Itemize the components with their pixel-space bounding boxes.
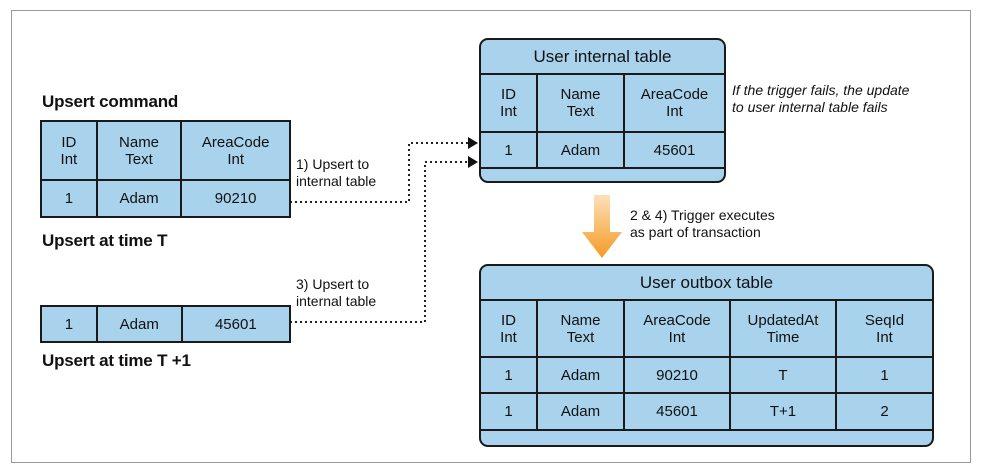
table-row: 1 Adam 45601 [40, 305, 292, 343]
header-name: Name Text [95, 120, 183, 181]
outbox-table-title: User outbox table [481, 266, 932, 301]
trigger-arrow [582, 195, 622, 258]
header-id: ID Int [40, 120, 98, 181]
table-row: 1 Adam 45601 [481, 131, 724, 169]
cell-id: 1 [481, 356, 538, 394]
cell-id: 1 [481, 131, 538, 169]
cell-id: 1 [40, 305, 98, 343]
internal-table-title: User internal table [481, 40, 724, 75]
cell-name: Adam [95, 305, 183, 343]
caption-time-t: Upsert at time T [42, 231, 168, 250]
header-areacode: AreaCode Int [623, 75, 724, 133]
step3-label: 3) Upsert to internal table [296, 276, 377, 309]
cell-areacode: 90210 [623, 356, 731, 394]
header-updatedat: UpdatedAt Time [729, 301, 837, 358]
table-row: 1 Adam 90210 [40, 179, 291, 218]
cell-name: Adam [536, 392, 625, 431]
cell-seqid: 1 [835, 356, 932, 394]
cell-name: Adam [536, 131, 625, 169]
header-areacode: AreaCode Int [180, 120, 291, 181]
table-footer [481, 167, 724, 181]
caption-time-t1: Upsert at time T +1 [42, 351, 191, 370]
header-areacode: AreaCode Int [623, 301, 731, 358]
user-outbox-table: User outbox table ID Int Name Text AreaC… [479, 264, 934, 447]
cell-seqid: 2 [835, 392, 932, 431]
step24-label: 2 & 4) Trigger executes as part of trans… [630, 207, 775, 240]
cell-updatedat: T+1 [729, 392, 837, 431]
cell-areacode: 90210 [180, 179, 291, 218]
header-name: Name Text [536, 301, 625, 358]
header-name: Name Text [536, 75, 625, 133]
cell-name: Adam [536, 356, 625, 394]
trigger-failure-note: If the trigger fails, the update to user… [732, 82, 910, 115]
cell-id: 1 [481, 392, 538, 431]
upsert-command-table: ID Int Name Text AreaCode Int 1 Adam 902… [40, 120, 291, 218]
table-footer [481, 429, 932, 445]
arrowhead-upsert-t [468, 137, 478, 149]
cell-name: Adam [95, 179, 183, 218]
table-row: 1 Adam 45601 T+1 2 [481, 392, 932, 431]
cell-updatedat: T [729, 356, 837, 394]
upsert-command-title: Upsert command [42, 92, 179, 111]
cell-areacode: 45601 [180, 305, 292, 343]
upsert-command-table-t1: 1 Adam 45601 [40, 305, 292, 343]
header-id: ID Int [481, 75, 538, 133]
step1-label: 1) Upsert to internal table [296, 156, 377, 189]
table-row: 1 Adam 90210 T 1 [481, 356, 932, 394]
cell-id: 1 [40, 179, 98, 218]
user-internal-table: User internal table ID Int Name Text Are… [479, 38, 726, 183]
cell-areacode: 45601 [623, 131, 724, 169]
header-seqid: SeqId Int [835, 301, 932, 358]
dotted-arrow-upsert-t1 [290, 161, 468, 323]
diagram-frame [11, 10, 971, 463]
arrowhead-upsert-t1 [468, 156, 478, 168]
cell-areacode: 45601 [623, 392, 731, 431]
header-id: ID Int [481, 301, 538, 358]
